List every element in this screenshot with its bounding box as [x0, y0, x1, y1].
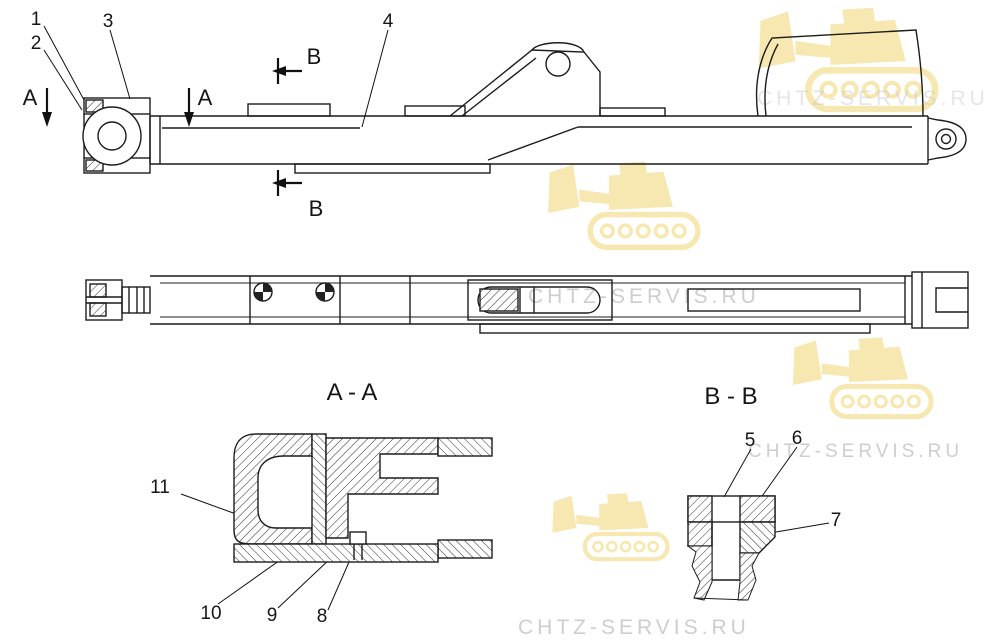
- callout-8: 8: [317, 606, 328, 627]
- callout-3: 3: [103, 11, 114, 32]
- side-view: [82, 29, 967, 174]
- callout-7: 7: [831, 510, 842, 531]
- bb-plate-right: [739, 495, 776, 523]
- plan-inner-plate: [687, 288, 861, 312]
- cut-marker-b-bottom: [272, 170, 302, 196]
- section-title-aa: A - A: [327, 379, 378, 406]
- ball-joint-yoke: [82, 97, 161, 174]
- section-letter-a-mid: A: [198, 85, 213, 110]
- watermark-dozer-logo: [548, 162, 698, 248]
- cut-marker-a-left: [42, 88, 52, 127]
- cut-marker-a-mid: [184, 88, 194, 127]
- beam-body: [150, 103, 928, 174]
- gusset-plate: [755, 29, 924, 117]
- section-title-bb: B - B: [704, 383, 757, 410]
- plan-view: [85, 271, 969, 334]
- section-aa-view: [233, 433, 493, 563]
- plan-clevis-end: [85, 279, 151, 321]
- tube-bottom-wall: [437, 539, 493, 559]
- retainer-bolt: [349, 531, 367, 560]
- tube-top-wall: [437, 437, 493, 457]
- callout-10: 10: [200, 603, 221, 624]
- stepped-cap: [325, 437, 439, 539]
- plan-fork-end: [904, 271, 969, 329]
- callout-2: 2: [31, 33, 42, 54]
- callout-11: 11: [150, 477, 170, 498]
- watermarks: CHTZ-SERVIS.RU CHTZ-SERVIS.RU CHTZ-SERVI…: [518, 8, 989, 639]
- section-bb-view: [686, 495, 776, 601]
- bottom-cover-plate: [233, 543, 439, 563]
- bb-wall-left: [687, 521, 713, 547]
- callout-5: 5: [745, 430, 756, 451]
- plan-center-bracket: [467, 279, 613, 321]
- cut-marker-b-top: [272, 58, 302, 84]
- section-letter-b-top: B: [307, 44, 322, 69]
- watermark-dozer-logo: [793, 337, 931, 416]
- section-letter-a-left: A: [23, 85, 38, 110]
- watermark-dozer-logo: [552, 493, 667, 559]
- cut-plane-markers: [42, 58, 302, 196]
- bb-bolt: [711, 522, 741, 581]
- pin-eye-end: [927, 116, 967, 164]
- lift-eye-bracket: [449, 42, 601, 117]
- bb-break-right: [737, 552, 760, 601]
- bb-plate-left: [687, 495, 713, 523]
- bb-break-line: [693, 597, 749, 601]
- watermark-text: CHTZ-SERVIS.RU: [757, 87, 989, 110]
- section-letter-b-bottom: B: [309, 196, 324, 221]
- labels: 1 2 3 4 5 6 7 8 9 10 11 A A B B A - A B …: [23, 9, 842, 627]
- plan-bottom-strip: [479, 323, 871, 334]
- socket-housing: [233, 433, 313, 545]
- watermark-text: CHTZ-SERVIS.RU: [748, 441, 963, 462]
- watermark-text: CHTZ-SERVIS.RU: [528, 285, 760, 308]
- plug-weld-mark: [253, 282, 273, 302]
- retainer-plate: [311, 433, 327, 545]
- bb-break-left: [686, 545, 713, 601]
- callout-6: 6: [792, 428, 803, 449]
- watermark-text: CHTZ-SERVIS.RU: [518, 616, 750, 639]
- callout-9: 9: [267, 605, 278, 626]
- callout-1: 1: [31, 9, 42, 30]
- callout-4: 4: [383, 11, 394, 32]
- bb-weld-wing: [739, 521, 776, 554]
- plug-weld-mark: [315, 282, 335, 302]
